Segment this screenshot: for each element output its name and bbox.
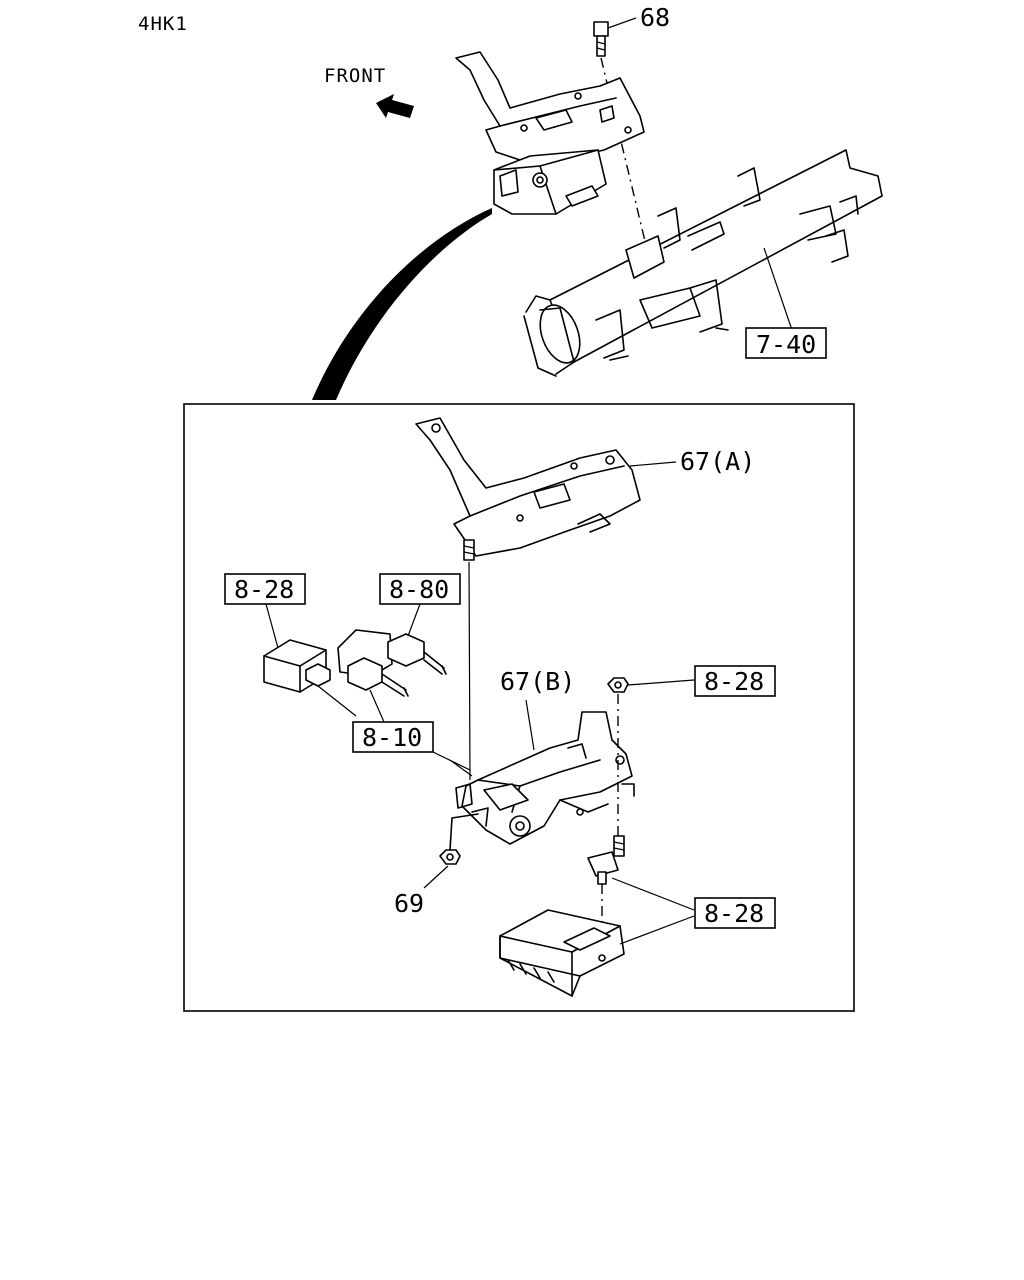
ecu-module-icon (499, 909, 625, 997)
ref-7-40-callout: 7-40 (756, 330, 816, 359)
bracket-67a (415, 417, 641, 561)
ref-8-28-left-box (224, 573, 306, 605)
ref-8-10-callout: 8-10 (362, 723, 422, 752)
bracket-67a-callout: 67(A) (680, 447, 755, 476)
ref-8-10-box (352, 721, 434, 753)
front-arrow-icon (376, 94, 414, 118)
ref-8-28-nut-callout: 8-28 (704, 667, 764, 696)
bolt-68-callout: 68 (640, 3, 670, 32)
ref-8-28-ecu-box (694, 897, 776, 929)
connector-icon (263, 639, 331, 693)
front-label: FRONT (324, 65, 386, 87)
nut-icon (439, 849, 461, 865)
bracket-67b (455, 711, 635, 845)
overview-assembly: 68 (312, 3, 883, 400)
nut-69-callout: 69 (394, 889, 424, 918)
ref-8-28-ecu-callout: 8-28 (704, 899, 764, 928)
nut-icon (607, 677, 629, 693)
ref-7-40-box (745, 327, 827, 359)
ref-8-80-callout: 8-80 (389, 575, 449, 604)
ref-8-28-left-callout: 8-28 (234, 575, 294, 604)
ref-8-28-nut-box (694, 665, 776, 697)
connector-icon (337, 629, 447, 697)
bolt-icon (613, 835, 625, 857)
bolt-icon (593, 21, 609, 57)
engine-code-label: 4HK1 (138, 13, 188, 35)
bracket-67b-callout: 67(B) (500, 667, 575, 696)
